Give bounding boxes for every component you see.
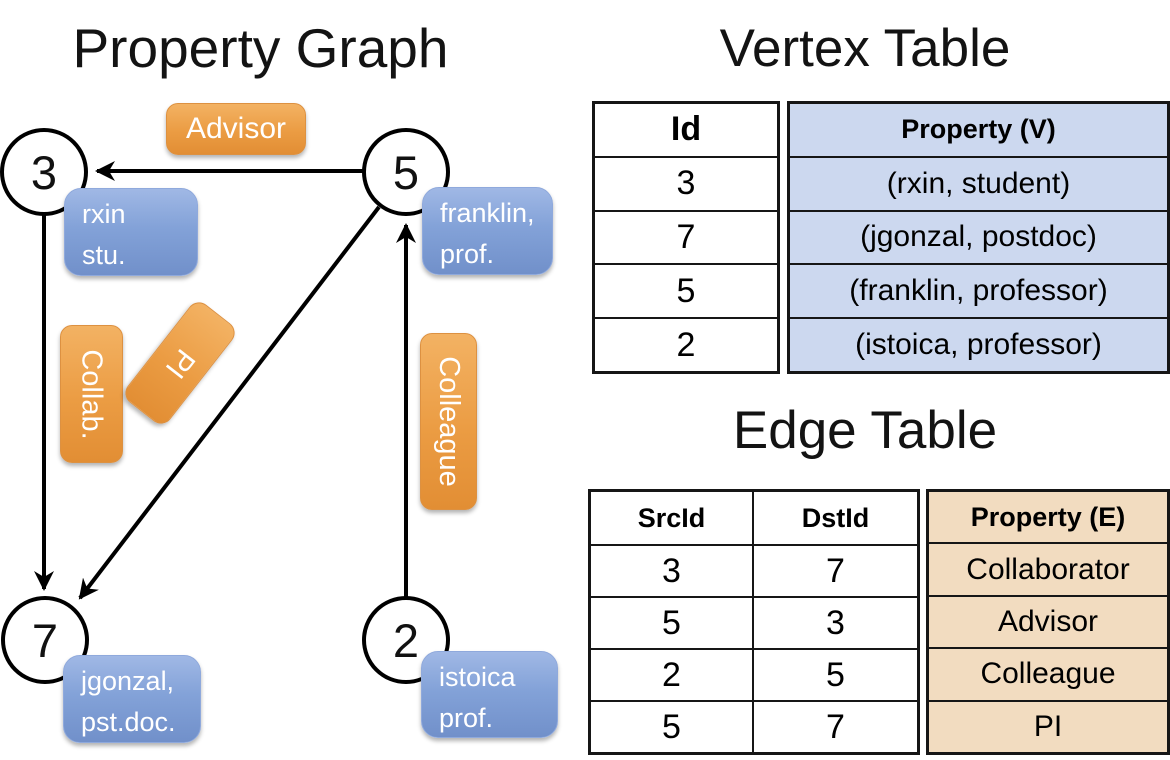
table-cell: 3 (591, 544, 754, 596)
edge-label-collab: Collab. (60, 325, 123, 463)
vertex-property-7-line2: pst.doc. (81, 707, 176, 737)
table-cell: Advisor (929, 594, 1167, 647)
vertex-table-property-header: Property (V) (901, 114, 1056, 145)
vertex-node-2: 2 (362, 596, 450, 684)
vertex-property-5-line2: prof. (440, 239, 495, 269)
table-cell: 3 (595, 155, 777, 210)
graph-edges-layer (34, 161, 416, 600)
vertex-property-7-line1: jgonzal, (81, 666, 175, 696)
table-cell: 2 (595, 317, 777, 371)
table-cell: (rxin, student) (790, 155, 1167, 210)
vertex-node-2-id: 2 (392, 613, 420, 667)
vertex-node-3-id: 3 (30, 145, 58, 199)
table-cell: 7 (595, 209, 777, 264)
vertex-table-property-column: Property (V) (rxin, student) (jgonzal, p… (787, 101, 1170, 374)
vertex-property-5-line1: franklin, (440, 198, 535, 228)
vertex-table-title: Vertex Table (719, 19, 1011, 78)
vertex-property-2: istoica prof. (421, 651, 558, 738)
vertex-property-3-line2: stu. (82, 240, 126, 270)
edge-label-pi-text: PI (159, 342, 202, 384)
edge-table-property-column: Property (E) Collaborator Advisor Collea… (926, 489, 1170, 755)
edge-table-dstid-header: DstId (801, 502, 870, 533)
table-cell: Collaborator (929, 542, 1167, 594)
table-cell: Colleague (929, 647, 1167, 699)
edge-table-srcid-header: SrcId (591, 492, 754, 544)
edge-table-id-columns: SrcId DstId 3 7 5 3 2 5 5 7 (588, 489, 920, 755)
edge-label-advisor: Advisor (166, 103, 306, 155)
vertex-node-7-id: 7 (31, 613, 59, 667)
table-cell: 2 (591, 648, 754, 700)
table-cell: (franklin, professor) (790, 263, 1167, 317)
vertex-property-3: rxin stu. (64, 188, 198, 276)
vertex-node-5: 5 (362, 128, 450, 216)
edge-label-advisor-text: Advisor (185, 112, 287, 145)
vertex-property-2-line2: prof. (439, 703, 494, 733)
table-cell: 5 (591, 596, 754, 648)
table-cell: 5 (595, 263, 777, 317)
vertex-property-3-line1: rxin (82, 199, 126, 229)
edge-label-colleague: Colleague (420, 333, 477, 510)
table-cell: (istoica, professor) (790, 317, 1167, 371)
vertex-property-2-line1: istoica (439, 662, 516, 692)
table-cell: 3 (754, 596, 917, 648)
table-cell: (jgonzal, postdoc) (790, 209, 1167, 264)
table-cell: PI (929, 699, 1167, 752)
vertex-table-id-column: Id 3 7 5 2 (592, 101, 780, 374)
edge-table-title: Edge Table (732, 401, 998, 460)
table-cell: 5 (754, 648, 917, 700)
vertex-node-5-id: 5 (392, 145, 420, 199)
edge-table-property-header: Property (E) (970, 501, 1126, 532)
vertex-table-id-header: Id (670, 110, 702, 149)
vertex-property-5: franklin, prof. (422, 187, 553, 275)
table-cell: 5 (591, 700, 754, 752)
edge-pi-arrow (78, 205, 381, 600)
property-graph-title: Property Graph (72, 17, 449, 79)
table-cell: 7 (754, 544, 917, 596)
edge-label-collab-text: Collab. (76, 348, 108, 440)
edge-label-colleague-text: Colleague (433, 356, 466, 487)
table-cell: 7 (754, 700, 917, 752)
vertex-property-7: jgonzal, pst.doc. (63, 655, 201, 743)
